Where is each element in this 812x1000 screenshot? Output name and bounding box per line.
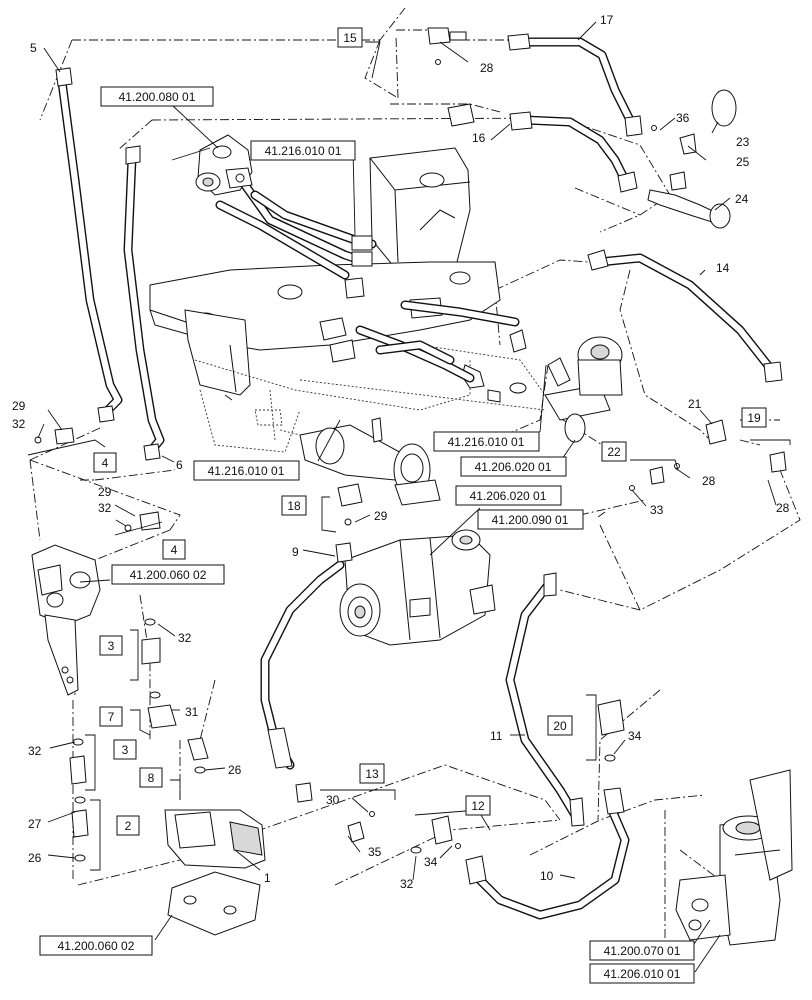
callout-1: 1 xyxy=(264,871,271,885)
ref-label-motor-2: 41.206.010 01 xyxy=(604,967,681,981)
callout-30: 30 xyxy=(326,793,340,807)
callout-32-valve: 32 xyxy=(178,631,192,645)
callout-11: 11 xyxy=(490,729,503,743)
ref-label-pump: 41.206.020 01 xyxy=(470,489,547,503)
ref-label-valve-left: 41.200.060 02 xyxy=(130,568,207,582)
cylinder xyxy=(279,417,441,506)
item-box-4-lower: 4 xyxy=(171,543,178,557)
callout-26-upper: 26 xyxy=(228,763,242,777)
callout-32-lower: 32 xyxy=(28,744,42,758)
callout-17: 17 xyxy=(600,13,614,27)
ref-label-valve-bottom: 41.200.060 02 xyxy=(58,939,135,953)
hoses xyxy=(57,37,775,920)
item-box-4-upper: 4 xyxy=(102,456,109,470)
callout-28-far-right: 28 xyxy=(776,501,790,515)
callout-numbers: 17 28 36 23 16 25 24 14 5 21 28 28 33 29… xyxy=(12,13,790,891)
callout-6: 6 xyxy=(176,458,183,472)
callout-31: 31 xyxy=(185,705,199,719)
valve-block-1 xyxy=(164,809,266,936)
item-box-18: 18 xyxy=(287,499,301,513)
ref-label-frame-right: 41.216.010 01 xyxy=(448,435,525,449)
callout-33: 33 xyxy=(650,503,664,517)
axle-end-right xyxy=(544,336,623,443)
callout-10: 10 xyxy=(540,869,554,883)
leader-lines xyxy=(37,21,777,973)
reference-labels: 41.200.080 01 41.216.010 01 41.216.010 0… xyxy=(39,86,695,984)
callout-36: 36 xyxy=(676,111,690,125)
control-valve-left xyxy=(31,544,101,696)
item-box-3-upper: 3 xyxy=(108,639,115,653)
steering-valve-top xyxy=(195,134,373,267)
motor-assembly xyxy=(675,769,793,946)
hydraulic-pump xyxy=(339,529,496,646)
item-box-20: 20 xyxy=(553,719,567,733)
ref-label-axle: 41.206.020 01 xyxy=(475,460,552,474)
callout-34-right: 34 xyxy=(628,729,642,743)
item-box-19: 19 xyxy=(747,411,761,425)
callout-29-middle: 29 xyxy=(98,485,112,499)
callout-14: 14 xyxy=(716,261,730,275)
callout-21: 21 xyxy=(688,397,702,411)
item-box-13: 13 xyxy=(365,767,379,781)
item-box-22: 22 xyxy=(607,445,621,459)
axle-frame-assembly xyxy=(149,147,546,453)
item-box-15: 15 xyxy=(343,31,357,45)
callout-9: 9 xyxy=(292,545,299,559)
ref-label-hose-bottom: 41.200.090 01 xyxy=(492,513,569,527)
callout-28-right: 28 xyxy=(702,474,716,488)
callout-29-upper: 29 xyxy=(12,399,26,413)
small-fittings xyxy=(34,27,787,862)
ref-label-hose-5: 41.200.080 01 xyxy=(119,90,196,104)
callout-26-lower: 26 xyxy=(28,851,42,865)
callout-27: 27 xyxy=(28,817,42,831)
item-box-3-lower: 3 xyxy=(122,743,129,757)
ref-label-motor-1: 41.200.070 01 xyxy=(604,944,681,958)
callout-35: 35 xyxy=(368,845,382,859)
callout-23: 23 xyxy=(736,135,750,149)
ref-label-valve-top: 41.216.010 01 xyxy=(265,144,342,158)
callout-28-top: 28 xyxy=(480,61,494,75)
ref-label-cylinder: 41.216.010 01 xyxy=(208,464,285,478)
callout-32-upper: 32 xyxy=(12,417,26,431)
callout-16: 16 xyxy=(472,131,486,145)
hose-fittings xyxy=(55,33,783,885)
item-box-7: 7 xyxy=(108,710,115,724)
callout-32-middle: 32 xyxy=(98,501,112,515)
callout-25: 25 xyxy=(736,155,750,169)
callout-29-right: 29 xyxy=(374,509,388,523)
callout-34-left: 34 xyxy=(424,855,438,869)
callout-5: 5 xyxy=(30,41,37,55)
callout-24: 24 xyxy=(735,192,749,206)
item-brackets xyxy=(27,41,791,871)
item-box-12: 12 xyxy=(471,799,485,813)
item-box-8: 8 xyxy=(148,771,155,785)
item-box-2: 2 xyxy=(125,819,132,833)
boxed-item-numbers: 15 19 22 18 4 4 3 7 3 8 2 13 12 20 xyxy=(93,27,767,836)
callout-32-bottom: 32 xyxy=(400,877,414,891)
